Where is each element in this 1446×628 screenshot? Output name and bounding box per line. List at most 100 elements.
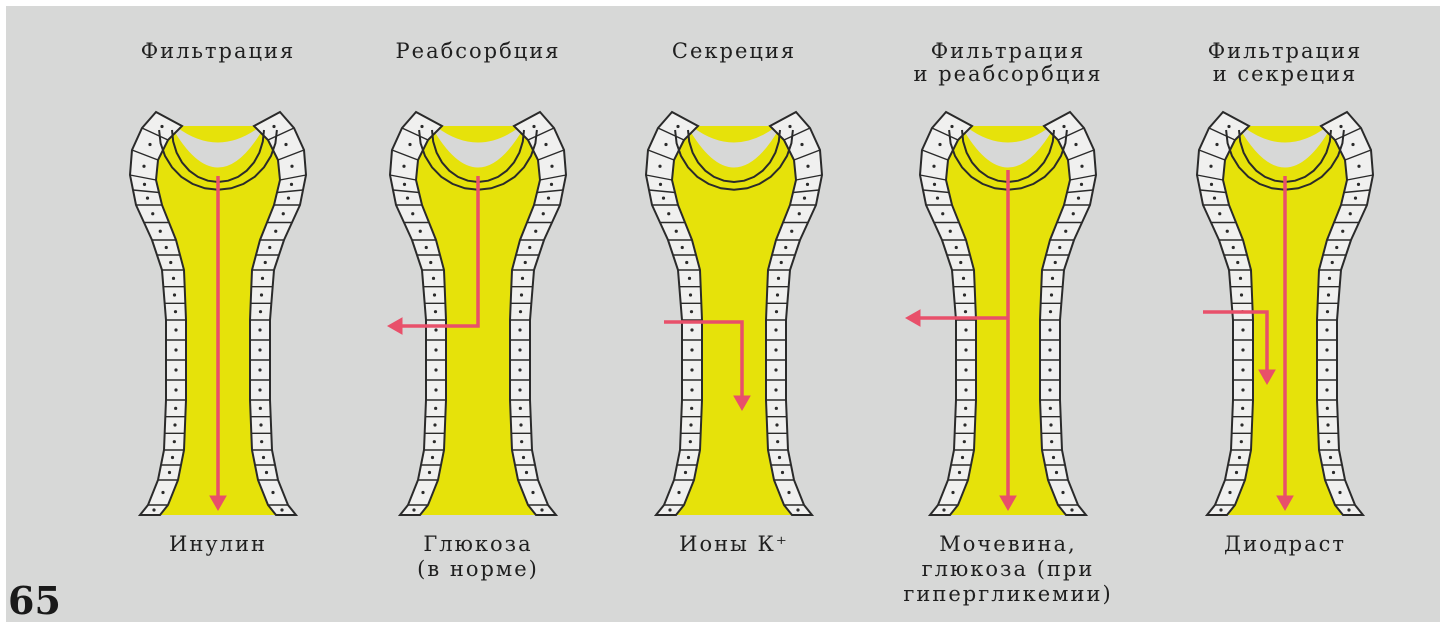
cell-nucleus	[408, 143, 411, 146]
cell-nucleus	[803, 197, 806, 200]
cell-nucleus	[290, 183, 293, 186]
cell-nucleus	[1341, 230, 1344, 233]
cell-nucleus	[668, 508, 671, 511]
cell-nucleus	[259, 423, 262, 426]
cell-nucleus	[1226, 230, 1229, 233]
cell-nucleus	[258, 328, 261, 331]
cell-nucleus	[165, 246, 168, 249]
cell-nucleus	[1048, 328, 1051, 331]
cell-nucleus	[1064, 230, 1067, 233]
cell-nucleus	[784, 246, 787, 249]
cell-nucleus	[271, 491, 274, 494]
cell-nucleus	[290, 165, 293, 168]
cell-nucleus	[800, 143, 803, 146]
cell-nucleus	[429, 261, 432, 264]
cell-nucleus	[260, 440, 263, 443]
cell-nucleus	[174, 328, 177, 331]
cell-nucleus	[1241, 407, 1244, 410]
panel-caption: Диодраст	[1165, 532, 1405, 557]
cell-nucleus	[796, 508, 799, 511]
cell-nucleus	[433, 293, 436, 296]
cell-nucleus	[1074, 143, 1077, 146]
cell-nucleus	[521, 277, 524, 280]
cell-nucleus	[1327, 440, 1330, 443]
cell-nucleus	[962, 277, 965, 280]
cell-nucleus	[1241, 348, 1244, 351]
cell-nucleus	[172, 277, 175, 280]
cell-nucleus	[1325, 368, 1328, 371]
cell-nucleus	[777, 277, 780, 280]
cell-nucleus	[274, 230, 277, 233]
cell-nucleus	[776, 440, 779, 443]
cell-nucleus	[787, 491, 790, 494]
cell-nucleus	[1055, 471, 1058, 474]
cell-nucleus	[518, 328, 521, 331]
cell-nucleus	[1072, 212, 1075, 215]
cell-nucleus	[284, 143, 287, 146]
cell-nucleus	[1326, 423, 1329, 426]
cell-nucleus	[1048, 388, 1051, 391]
cell-nucleus	[434, 368, 437, 371]
cell-nucleus	[550, 165, 553, 168]
cell-nucleus	[1049, 310, 1052, 313]
cell-nucleus	[411, 212, 414, 215]
cell-nucleus	[1219, 508, 1222, 511]
cell-nucleus	[685, 261, 688, 264]
cell-nucleus	[173, 423, 176, 426]
page-number: 65	[8, 578, 61, 623]
cell-nucleus	[1357, 183, 1360, 186]
cell-nucleus	[1329, 456, 1332, 459]
cell-nucleus	[1049, 407, 1052, 410]
nephron-panel-filtration-reabsorption: Фильтрация и реабсорбция Мочевина, глюко…	[888, 0, 1128, 628]
cell-nucleus	[403, 183, 406, 186]
cell-nucleus	[675, 230, 678, 233]
cell-nucleus	[1241, 328, 1244, 331]
cell-nucleus	[1050, 293, 1053, 296]
cell-nucleus	[1325, 348, 1328, 351]
cell-nucleus	[964, 348, 967, 351]
cell-nucleus	[1326, 310, 1329, 313]
cell-nucleus	[168, 471, 171, 474]
nephron-panel-filtration-secretion: Фильтрация и секреция Диодраст	[1165, 0, 1405, 628]
cell-nucleus	[778, 456, 781, 459]
cell-nucleus	[169, 261, 172, 264]
cell-nucleus	[790, 230, 793, 233]
cell-nucleus	[775, 423, 778, 426]
cell-nucleus	[951, 491, 954, 494]
cell-nucleus	[963, 423, 966, 426]
cell-nucleus	[174, 388, 177, 391]
cell-nucleus	[689, 423, 692, 426]
cell-nucleus	[964, 407, 967, 410]
cell-nucleus	[159, 230, 162, 233]
cell-nucleus	[1325, 328, 1328, 331]
cell-nucleus	[1054, 261, 1057, 264]
nephron-panel-filtration: Фильтрация Инулин	[98, 0, 338, 628]
cell-nucleus	[518, 388, 521, 391]
cell-nucleus	[1049, 423, 1052, 426]
cell-nucleus	[1062, 125, 1065, 128]
cell-nucleus	[961, 456, 964, 459]
cell-nucleus	[780, 261, 783, 264]
cell-nucleus	[532, 125, 535, 128]
cell-nucleus	[963, 440, 966, 443]
cell-nucleus	[941, 212, 944, 215]
cell-nucleus	[938, 143, 941, 146]
cell-nucleus	[955, 246, 958, 249]
cell-nucleus	[1228, 491, 1231, 494]
cell-nucleus	[419, 230, 422, 233]
cell-nucleus	[774, 328, 777, 331]
cell-nucleus	[662, 197, 665, 200]
cell-nucleus	[964, 328, 967, 331]
cell-nucleus	[258, 388, 261, 391]
cell-nucleus	[265, 471, 268, 474]
panel-caption: Мочевина, глюкоза (при гипергликемии)	[888, 532, 1128, 607]
cell-nucleus	[1052, 456, 1055, 459]
cell-nucleus	[258, 368, 261, 371]
cell-nucleus	[1236, 261, 1239, 264]
cell-nucleus	[528, 246, 531, 249]
cell-nucleus	[142, 165, 145, 168]
cell-nucleus	[421, 491, 424, 494]
cell-nucleus	[434, 310, 437, 313]
cell-nucleus	[432, 277, 435, 280]
